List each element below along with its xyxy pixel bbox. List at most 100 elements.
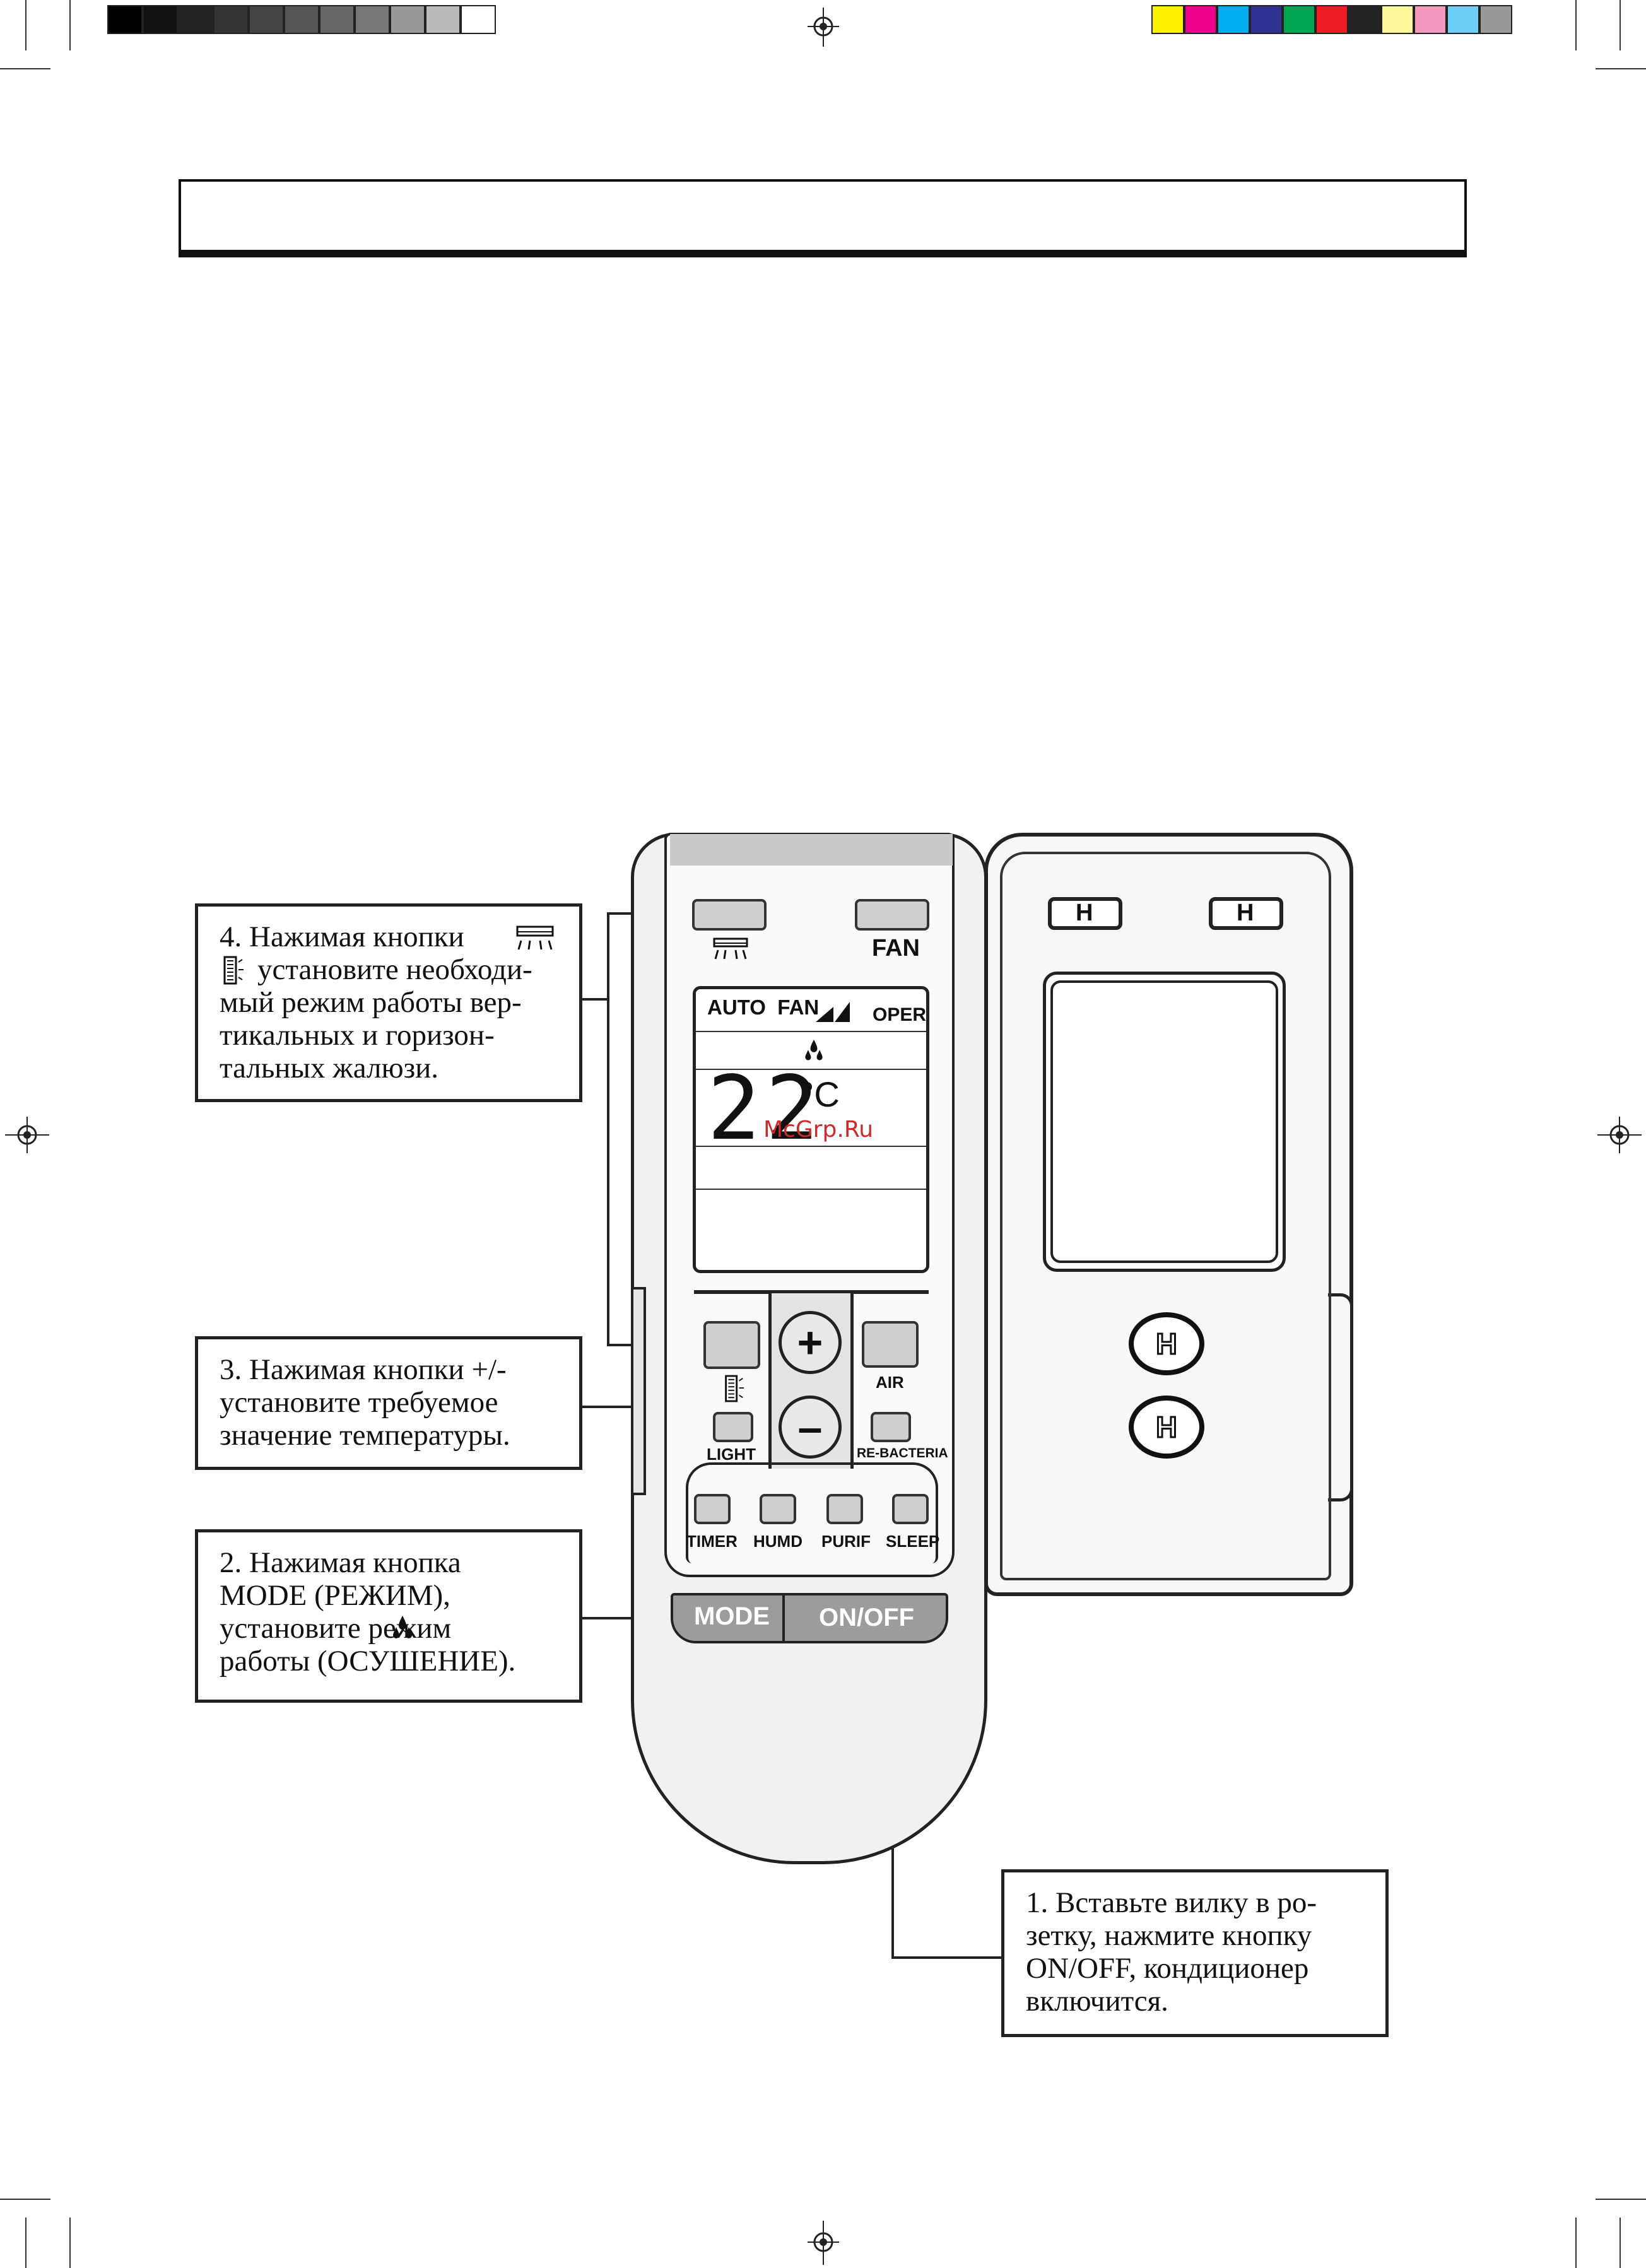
color-swatch	[1315, 5, 1348, 34]
sleep-label: SLEEP	[886, 1532, 940, 1551]
cover-side-tab	[1328, 1293, 1353, 1501]
gray-swatch	[249, 5, 284, 34]
callout-step1: 1. Вставьте вилку в ро- зетку, нажмите к…	[1001, 1869, 1389, 2037]
gray-swatch	[213, 5, 249, 34]
swing-horizontal-icon	[725, 1375, 744, 1402]
mode-bar-divider	[782, 1594, 785, 1642]
hinge-letter: H	[1155, 1327, 1178, 1361]
hinge-letter: H	[1076, 900, 1093, 926]
timer-button[interactable]	[694, 1494, 731, 1524]
leader-step4-h	[582, 998, 608, 1001]
callout-step3: 3. Нажимая кнопки +/- установите требуем…	[195, 1336, 582, 1470]
fan-speed-icon	[816, 1002, 850, 1022]
color-swatch	[1479, 5, 1512, 34]
lcd-temperature: 22	[707, 1057, 824, 1160]
color-swatch	[1381, 5, 1414, 34]
color-swatch	[1250, 5, 1283, 34]
lcd-auto-fan: AUTO FAN	[707, 996, 820, 1019]
leader-step1-h	[891, 1956, 1005, 1959]
callout-line: 3. Нажимая кнопки +/-	[220, 1353, 507, 1386]
callout-line: установите режим	[220, 1612, 452, 1645]
lower-button-bay	[686, 1462, 938, 1563]
hinge-top-left: H	[1048, 897, 1122, 930]
air-button[interactable]	[862, 1321, 919, 1368]
callout-line: зетку, нажмите кнопку	[1026, 1919, 1312, 1952]
gray-swatch	[143, 5, 178, 34]
callout-line: MODE (РЕЖИМ),	[220, 1579, 450, 1612]
gray-swatch	[461, 5, 496, 34]
gray-swatch	[319, 5, 355, 34]
hinge-letter: H	[1155, 1410, 1178, 1445]
gray-swatch	[284, 5, 319, 34]
light-label: LIGHT	[707, 1445, 756, 1464]
swing-vertical-icon	[516, 925, 554, 950]
sleep-button[interactable]	[892, 1494, 929, 1524]
panel-divider	[694, 1290, 929, 1294]
swing-vertical-icon	[713, 937, 748, 960]
remote-lid-strip	[670, 834, 953, 866]
watermark: McGrp.Ru	[763, 1117, 874, 1143]
color-swatch	[1217, 5, 1250, 34]
lcd-display: AUTO FAN OPER 22 °C	[693, 986, 929, 1273]
onoff-button[interactable]: ON/OFF	[819, 1604, 915, 1631]
callout-line: установите необходи-	[220, 953, 558, 986]
humd-label: HUMD	[753, 1532, 802, 1551]
hinge-letter: H	[1237, 900, 1254, 926]
callout-line: мый режим работы вер-	[220, 986, 522, 1019]
hinge-round-bottom: H	[1129, 1395, 1204, 1459]
temp-plus-button[interactable]: +	[779, 1311, 842, 1374]
callout-line: включится.	[1026, 1985, 1168, 2018]
registration-mark-top	[808, 8, 839, 47]
callout-line: значение температуры.	[220, 1419, 510, 1452]
callout-step4: 4. Нажимая кнопки установите необходи- м…	[195, 903, 582, 1102]
air-label: AIR	[876, 1373, 904, 1392]
rebacteria-button[interactable]	[871, 1412, 911, 1442]
rebacteria-label: RE-BACTERIA	[857, 1446, 948, 1460]
gray-swatch	[178, 5, 213, 34]
callout-line: тальных жалюзи.	[220, 1052, 439, 1084]
registration-mark-left	[5, 1117, 49, 1153]
callout-line: установите требуемое	[220, 1386, 498, 1419]
timer-label: TIMER	[686, 1532, 738, 1551]
color-swatch	[1184, 5, 1217, 34]
gray-swatch	[107, 5, 143, 34]
cover-window-inner	[1050, 980, 1278, 1263]
registration-mark-right	[1597, 1117, 1642, 1153]
callout-line: ON/OFF, кондиционер	[1026, 1952, 1309, 1985]
purif-button[interactable]	[826, 1494, 863, 1524]
swing-vertical-button[interactable]	[692, 899, 767, 931]
color-swatch	[1151, 5, 1184, 34]
mode-onoff-bar	[671, 1593, 948, 1643]
callout-line: тикальных и горизон-	[220, 1019, 495, 1052]
swing-horizontal-button[interactable]	[703, 1321, 760, 1369]
minus-label: –	[797, 1402, 823, 1452]
mode-button[interactable]: MODE	[694, 1602, 770, 1630]
humd-button[interactable]	[760, 1494, 796, 1524]
hinge-round-top: H	[1129, 1312, 1204, 1375]
light-button[interactable]	[713, 1412, 753, 1442]
plus-label: +	[797, 1318, 823, 1367]
callout-line: 4. Нажимая кнопки	[220, 920, 558, 953]
dry-mode-icon	[805, 1039, 823, 1061]
color-swatch	[1447, 5, 1479, 34]
callout-step2: 2. Нажимая кнопка MODE (РЕЖИМ), установи…	[195, 1529, 582, 1703]
lcd-unit: °C	[800, 1074, 840, 1114]
dry-mode-icon	[393, 1616, 412, 1638]
callout-line: работы (ОСУШЕНИЕ).	[220, 1645, 516, 1677]
swing-horizontal-icon	[223, 956, 244, 985]
leader-step4-v	[607, 912, 609, 1346]
hinge-top-right: H	[1209, 897, 1283, 930]
color-swatch	[1283, 5, 1315, 34]
fan-button[interactable]	[855, 899, 929, 931]
lcd-oper: OPER	[873, 1004, 927, 1025]
temp-minus-button[interactable]: –	[779, 1395, 842, 1459]
fan-label: FAN	[872, 935, 920, 961]
gray-swatch	[355, 5, 390, 34]
color-swatch	[1348, 5, 1381, 34]
registration-mark-bottom	[808, 2221, 839, 2265]
gray-swatch	[390, 5, 425, 34]
color-swatch	[1414, 5, 1447, 34]
gray-swatch	[425, 5, 461, 34]
header-frame	[179, 179, 1467, 252]
callout-line: 1. Вставьте вилку в ро-	[1026, 1886, 1317, 1919]
